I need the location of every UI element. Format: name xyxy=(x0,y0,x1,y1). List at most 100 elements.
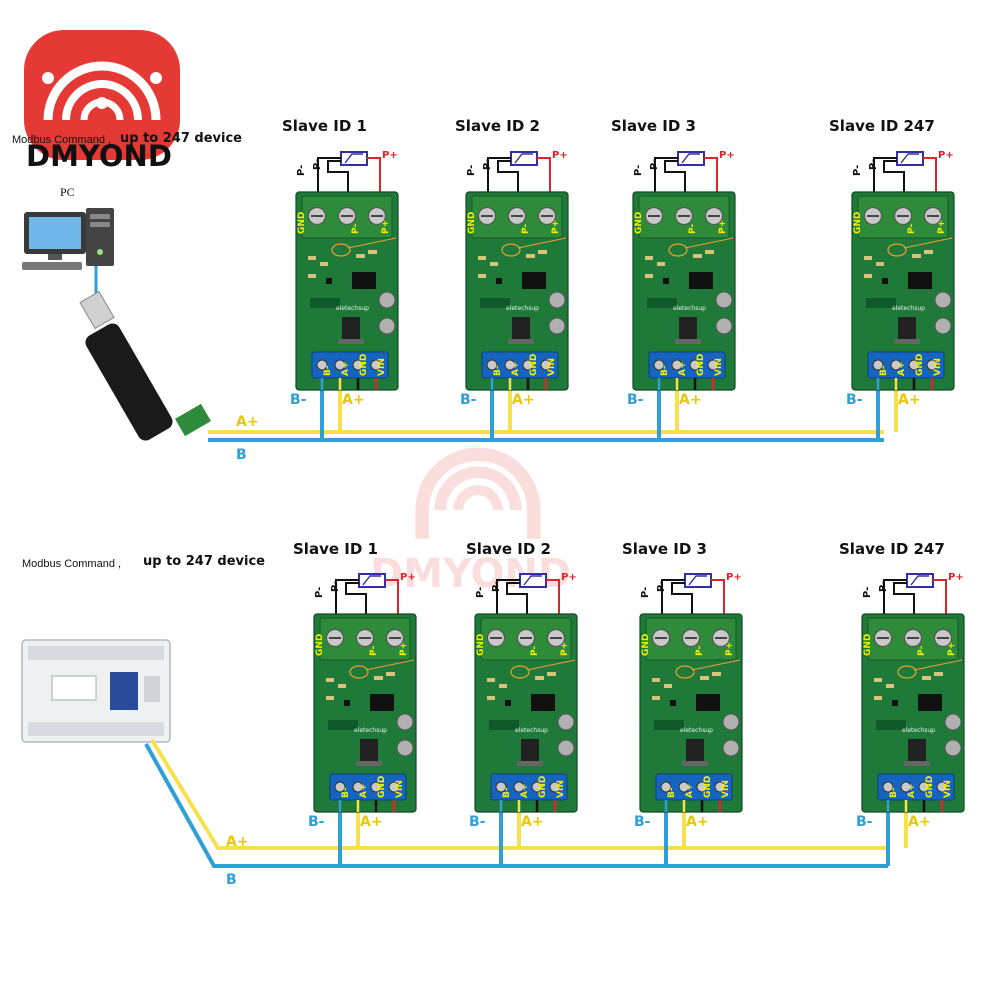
sensor-label: P+ xyxy=(382,150,398,161)
bottom-pin-label: B- xyxy=(660,365,670,376)
slave-a-label: A+ xyxy=(908,814,931,830)
bottom-pin-label: VIN xyxy=(933,358,943,376)
slave-a-label: A+ xyxy=(360,814,383,830)
sensor-label: P+ xyxy=(552,150,568,161)
bottom-pin-label: VIN xyxy=(547,358,557,376)
top-pin-label: P+ xyxy=(399,642,409,656)
sensor-label: P- xyxy=(640,587,651,598)
slave-b-label: B- xyxy=(308,814,325,830)
top-pin-label: GND xyxy=(634,212,644,234)
top-bus-wires xyxy=(208,390,898,442)
bottom-pin-label: GND xyxy=(538,776,548,798)
slave-b-label: B- xyxy=(460,392,477,408)
silkscreen-text: eletechsup xyxy=(892,305,925,312)
sensor-label: P- xyxy=(466,165,477,176)
top-pin-label: GND xyxy=(467,212,477,234)
brand-logo xyxy=(24,30,180,160)
bottom-pin-label: GND xyxy=(925,776,935,798)
top-pin-label: GND xyxy=(863,634,873,656)
slave-title: Slave ID 1 xyxy=(282,117,367,135)
silkscreen-text: eletechsup xyxy=(354,727,387,734)
slave-b-label: B- xyxy=(469,814,486,830)
bottom-pin-label: A+ xyxy=(897,361,907,376)
watermark-logo xyxy=(422,454,534,539)
slave-title: Slave ID 3 xyxy=(622,540,707,558)
top-bus-a-label: A+ xyxy=(236,414,259,430)
usb-rs485-adapter-icon xyxy=(79,290,211,441)
top-pin-label: GND xyxy=(641,634,651,656)
slave-a-label: A+ xyxy=(512,392,535,408)
sensor-label: P- xyxy=(649,159,660,170)
sensor-label: P- xyxy=(878,581,889,592)
top-pin-label: P+ xyxy=(725,642,735,656)
top-pin-label: P- xyxy=(907,224,917,234)
bottom-pin-label: A+ xyxy=(341,361,351,376)
sensor-label: P+ xyxy=(938,150,954,161)
bottom-pin-label: B- xyxy=(667,787,677,798)
sensor-label: P- xyxy=(314,587,325,598)
sensor-label: P+ xyxy=(948,572,964,583)
top-pin-label: P- xyxy=(530,646,540,656)
top-pin-label: GND xyxy=(853,212,863,234)
sensor-label: P- xyxy=(862,587,873,598)
sensor-label: P- xyxy=(868,159,879,170)
bottom-pin-label: B- xyxy=(879,365,889,376)
slave-title: Slave ID 247 xyxy=(839,540,945,558)
bottom-pin-label: B- xyxy=(341,787,351,798)
bottom-pin-label: GND xyxy=(529,354,539,376)
slave-b-label: B- xyxy=(634,814,651,830)
bottom-pin-label: B- xyxy=(323,365,333,376)
slave-title: Slave ID 2 xyxy=(455,117,540,135)
bottom-command-label: Modbus Command , xyxy=(22,558,121,570)
top-command-label: Modbus Command , xyxy=(12,134,111,146)
bottom-pin-label: VIN xyxy=(943,780,953,798)
bottom-pin-label: A+ xyxy=(511,361,521,376)
slave-a-label: A+ xyxy=(521,814,544,830)
sensor-label: P+ xyxy=(719,150,735,161)
silkscreen-text: eletechsup xyxy=(336,305,369,312)
slave-a-label: A+ xyxy=(686,814,709,830)
bottom-device-label: up to 247 device xyxy=(143,554,265,569)
top-pin-label: P- xyxy=(688,224,698,234)
slave-title: Slave ID 2 xyxy=(466,540,551,558)
top-pin-label: P+ xyxy=(947,642,957,656)
sensor-label: P- xyxy=(312,159,323,170)
pc-monitor-icon xyxy=(22,212,86,270)
sensor-label: P- xyxy=(330,581,341,592)
top-pin-label: P- xyxy=(351,224,361,234)
bottom-pin-label: A+ xyxy=(359,783,369,798)
slave-b-label: B- xyxy=(846,392,863,408)
bottom-bus-a-label: A+ xyxy=(226,834,249,850)
bottom-pin-label: GND xyxy=(377,776,387,798)
slave-title: Slave ID 1 xyxy=(293,540,378,558)
bottom-pin-label: GND xyxy=(915,354,925,376)
bottom-pin-label: VIN xyxy=(714,358,724,376)
top-pin-label: P+ xyxy=(937,220,947,234)
silkscreen-text: eletechsup xyxy=(515,727,548,734)
bottom-pin-label: B- xyxy=(889,787,899,798)
bottom-pin-label: GND xyxy=(359,354,369,376)
bottom-pin-label: GND xyxy=(703,776,713,798)
sensor-label: P+ xyxy=(726,572,742,583)
slave-b-label: B- xyxy=(856,814,873,830)
sensor-label: P- xyxy=(475,587,486,598)
top-pin-label: P+ xyxy=(381,220,391,234)
slave-a-label: A+ xyxy=(898,392,921,408)
top-pin-label: P- xyxy=(369,646,379,656)
top-pin-label: GND xyxy=(476,634,486,656)
bottom-pin-label: GND xyxy=(696,354,706,376)
bottom-pin-label: A+ xyxy=(685,783,695,798)
slave-a-label: A+ xyxy=(679,392,702,408)
